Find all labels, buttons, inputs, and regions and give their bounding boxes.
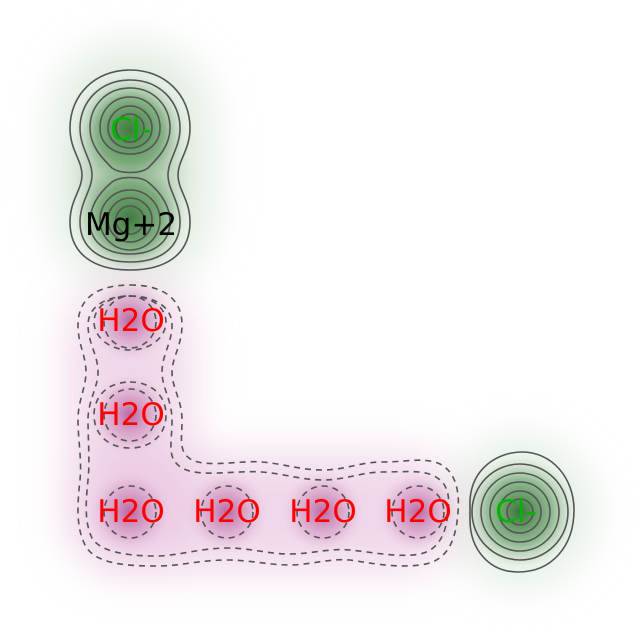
label-h2o-4: H2O <box>193 494 260 530</box>
label-mg: Mg+2 <box>85 207 177 243</box>
label-h2o-5: H2O <box>289 494 356 530</box>
label-h2o-2: H2O <box>97 397 164 433</box>
atom-labels: Cl- Mg+2 H2O H2O H2O H2O H2O H2O Cl- <box>85 112 537 530</box>
water-contours <box>77 284 460 567</box>
water-cores <box>88 278 460 554</box>
label-cl-top: Cl- <box>110 112 151 148</box>
label-h2o-3: H2O <box>97 494 164 530</box>
right-anion-contours <box>469 451 575 573</box>
label-cl-right: Cl- <box>495 494 536 530</box>
pair-contours <box>69 69 191 271</box>
label-h2o-6: H2O <box>384 494 451 530</box>
label-h2o-1: H2O <box>97 303 164 339</box>
